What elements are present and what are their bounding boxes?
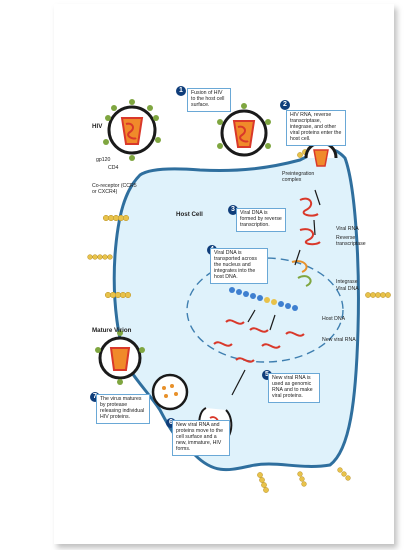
hiv-label: HIV xyxy=(92,123,103,130)
host-dna-label: Host DNA xyxy=(322,316,346,322)
viral-dna-label: Viral DNA xyxy=(336,286,359,292)
integrase-label: Integrase xyxy=(336,279,358,285)
step-3-badge: 3 xyxy=(228,205,238,215)
step-6-callout: New viral RNA and proteins move to the c… xyxy=(172,420,230,456)
gp120-label: gp120 xyxy=(96,157,111,163)
step-6-badge: 6 xyxy=(166,418,176,428)
new-viral-rna-label: New viral RNA xyxy=(322,337,356,343)
mature-virion xyxy=(95,330,145,385)
step-2-callout: HIV RNA, reverse transcriptase, integras… xyxy=(286,110,346,146)
cd4-label: CD4 xyxy=(108,165,119,171)
viral-rna-label: Viral RNA xyxy=(336,226,359,232)
mature-virion-label: Mature Virion xyxy=(92,327,132,334)
step-1-badge: 1 xyxy=(176,86,186,96)
step-7-badge: 7 xyxy=(90,392,100,402)
step-3-callout: Viral DNA is formed by reverse transcrip… xyxy=(236,208,286,232)
step-4-callout: Viral DNA is transported across the nucl… xyxy=(210,248,268,284)
step-5-callout: New viral RNA is used as genomic RNA and… xyxy=(268,373,320,403)
reverse-transcriptase-label: Reverse transcriptase xyxy=(336,235,366,247)
step-7-callout: The virus matures by protease releasing … xyxy=(96,394,150,424)
coreceptor-label: Co-receptor (CCR5 or CXCR4) xyxy=(92,183,137,195)
step-5-badge: 5 xyxy=(262,370,272,380)
hiv-virion-fusing xyxy=(217,103,271,157)
reverse-transcription-strands xyxy=(291,197,321,287)
step-1-callout: Fusion of HIV to the host cell surface. xyxy=(187,88,231,112)
nucleus-outline xyxy=(186,257,344,363)
process-arrows xyxy=(231,189,321,396)
host-cell-label: Host Cell xyxy=(176,211,203,218)
host-dna-helix xyxy=(229,287,298,311)
new-viral-rna xyxy=(213,319,305,363)
hiv-virion-free xyxy=(103,99,161,161)
preintegration-label: Preintegration complex xyxy=(282,171,315,183)
step-2-badge: 2 xyxy=(280,100,290,110)
immature-virion xyxy=(151,373,189,411)
